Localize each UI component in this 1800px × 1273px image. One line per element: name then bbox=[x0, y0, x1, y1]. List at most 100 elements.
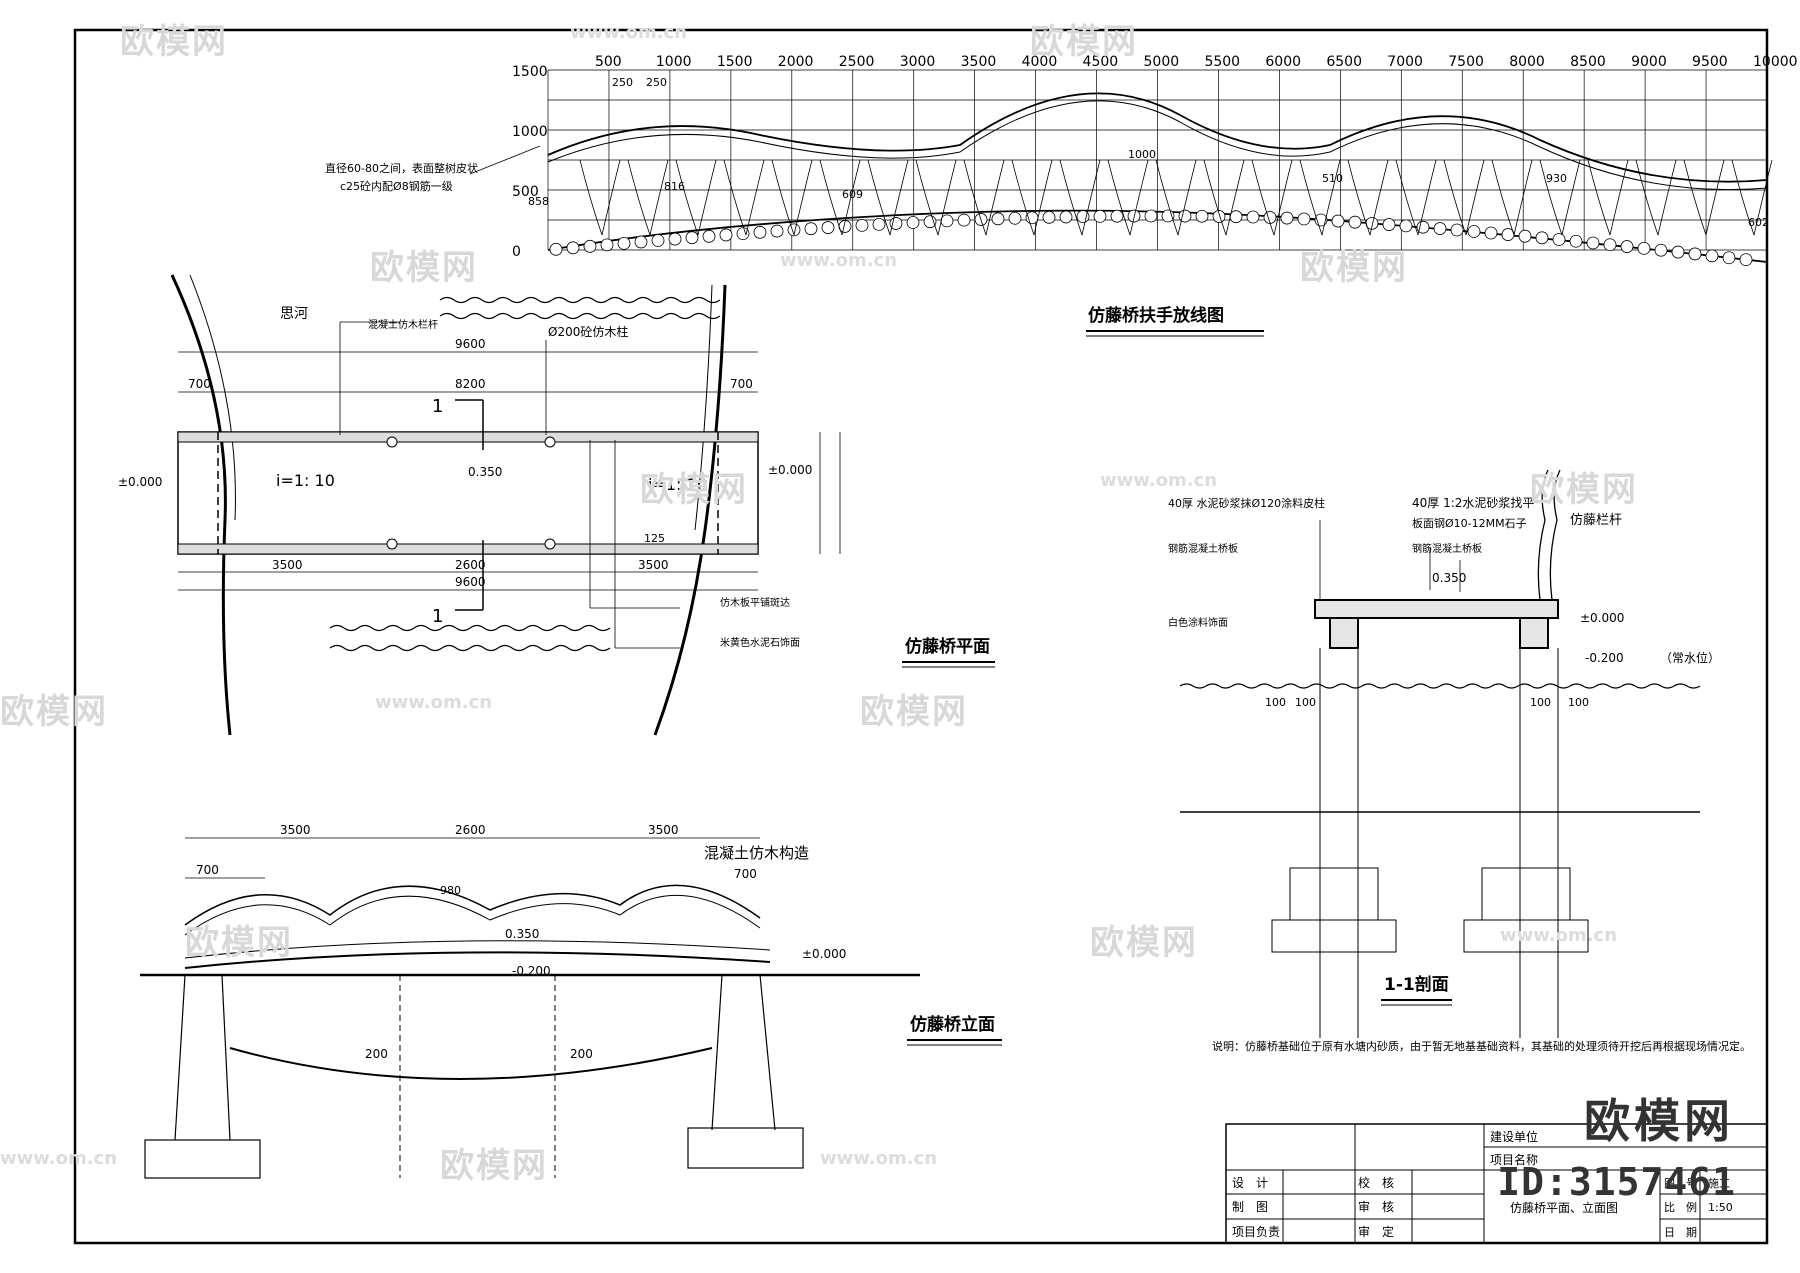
plan-dim-side-left: 700 bbox=[188, 377, 211, 391]
tb-row1-label: 建设单位 bbox=[1490, 1129, 1538, 1144]
plan-river-name: 思河 bbox=[280, 306, 308, 322]
section-level-0: ±0.000 bbox=[1580, 611, 1624, 625]
handrail-note-1: 直径60-80之间，表面整树皮状 bbox=[325, 161, 478, 175]
grid-dim-label: 858 bbox=[528, 195, 549, 208]
grid-y-tick: 0 bbox=[512, 244, 521, 260]
section-dim-100d: 100 bbox=[1568, 696, 1589, 709]
section-level-m200: -0.200 bbox=[1585, 651, 1624, 665]
tb-no-label: 图 号 bbox=[1664, 1177, 1697, 1190]
tb-drawing-name: 仿藤桥平面、立面图 bbox=[1510, 1200, 1618, 1215]
plan-dim-side-right: 700 bbox=[730, 377, 753, 391]
section-dim-100c: 100 bbox=[1530, 696, 1551, 709]
handrail-layout-title: 仿藤桥扶手放线图 bbox=[1088, 305, 1224, 326]
plan-dim-125: 125 bbox=[644, 532, 665, 545]
elev-level-0: ±0.000 bbox=[802, 947, 846, 961]
grid-x-tick: 6500 bbox=[1326, 54, 1362, 70]
plan-level-0-right: ±0.000 bbox=[768, 463, 812, 477]
section-label-b: 钢筋混凝土桥板 bbox=[1168, 542, 1238, 555]
grid-x-tick: 4500 bbox=[1083, 54, 1119, 70]
plan-dim-2600: 2600 bbox=[455, 558, 486, 572]
section-water-level: （常水位） bbox=[1660, 650, 1720, 665]
grid-x-tick: 2000 bbox=[778, 54, 814, 70]
grid-dim-label: 816 bbox=[664, 180, 685, 193]
tb-check: 校 核 bbox=[1358, 1175, 1394, 1190]
elev-dim-200-right: 200 bbox=[570, 1047, 593, 1061]
section-view bbox=[1179, 469, 1701, 1038]
grid-x-tick: 500 bbox=[595, 54, 622, 70]
grid-x-tick: 7000 bbox=[1387, 54, 1423, 70]
elev-dim-3500-left: 3500 bbox=[280, 823, 311, 837]
elev-dim-700-left: 700 bbox=[196, 863, 219, 877]
grid-dim-label: 1000 bbox=[1128, 148, 1156, 161]
grid-x-tick: 3000 bbox=[900, 54, 936, 70]
plan-dim-total-bottom: 9600 bbox=[455, 575, 486, 589]
plan-dim-3500-right: 3500 bbox=[638, 558, 669, 572]
plan-label-wood-deck: 仿木板平铺斑达 bbox=[720, 596, 790, 609]
section-dim-100b: 100 bbox=[1295, 696, 1316, 709]
elev-dim-200-left: 200 bbox=[365, 1047, 388, 1061]
section-label-a: 40厚 水泥砂浆抹Ø120涂料皮柱 bbox=[1168, 496, 1325, 510]
elev-level-350: 0.350 bbox=[505, 927, 539, 941]
tb-row2-label: 项目名称 bbox=[1490, 1152, 1538, 1167]
elev-level-m200: -0.200 bbox=[512, 964, 551, 978]
grid-y-tick: 1500 bbox=[512, 64, 548, 80]
grid-dim-label: 250 bbox=[612, 76, 633, 89]
grid-x-tick: 9500 bbox=[1692, 54, 1728, 70]
grid-dim-label: 930 bbox=[1546, 172, 1567, 185]
plan-dim-total-top: 9600 bbox=[455, 337, 486, 351]
grid-x-tick: 9000 bbox=[1631, 54, 1667, 70]
plan-level-350: 0.350 bbox=[468, 465, 502, 479]
section-label-c: 40厚 1:2水泥砂浆找平 bbox=[1412, 495, 1534, 510]
grid-y-tick: 500 bbox=[512, 184, 539, 200]
plan-label-post: Ø200砼仿木柱 bbox=[548, 324, 628, 339]
grid-x-tick: 2500 bbox=[839, 54, 875, 70]
elev-dim-3500-right: 3500 bbox=[648, 823, 679, 837]
plan-slope-left: i=1: 10 bbox=[276, 471, 335, 490]
drawing-note: 说明：仿藤桥基础位于原有水塘内砂质，由于暂无地基基础资料，其基础的处理须待开挖后… bbox=[1212, 1039, 1751, 1053]
tb-draw: 制 图 bbox=[1232, 1200, 1268, 1214]
grid-x-tick: 10000 bbox=[1753, 54, 1798, 70]
section-label-e: 钢筋混凝土桥板 bbox=[1412, 542, 1482, 555]
elev-label-concrete-wood: 混凝土仿木构造 bbox=[704, 844, 809, 862]
plan-level-0-left: ±0.000 bbox=[118, 475, 162, 489]
plan-section-mark-bottom: 1 bbox=[432, 606, 443, 627]
title-block bbox=[1225, 1123, 1768, 1244]
elev-dim-2600: 2600 bbox=[455, 823, 486, 837]
grid-x-tick: 8000 bbox=[1509, 54, 1545, 70]
elev-dim-980: 980 bbox=[440, 884, 461, 897]
grid-dim-label: 609 bbox=[842, 188, 863, 201]
handrail-note-2: c25砼内配Ø8钢筋一级 bbox=[340, 179, 453, 193]
section-label-f: 白色涂料饰面 bbox=[1168, 616, 1228, 629]
grid-x-tick: 5000 bbox=[1144, 54, 1180, 70]
grid-x-tick: 6000 bbox=[1265, 54, 1301, 70]
brand-id: ID:3157461 bbox=[1497, 1160, 1736, 1204]
sheet-border bbox=[73, 28, 1769, 1245]
tb-design: 设 计 bbox=[1232, 1176, 1268, 1190]
grid-y-tick: 1000 bbox=[512, 124, 548, 140]
grid-dim-label: 510 bbox=[1322, 172, 1343, 185]
tb-stage: 施工 bbox=[1708, 1177, 1730, 1190]
section-title: 1-1剖面 bbox=[1384, 974, 1449, 995]
tb-date-label: 日 期 bbox=[1664, 1226, 1697, 1239]
tb-leader: 项目负责 bbox=[1232, 1225, 1280, 1239]
tb-scale-label: 比 例 bbox=[1664, 1200, 1697, 1214]
plan-dim-3500-left: 3500 bbox=[272, 558, 303, 572]
grid-x-tick: 1500 bbox=[717, 54, 753, 70]
section-dim-100a: 100 bbox=[1265, 696, 1286, 709]
elev-dim-700-right: 700 bbox=[734, 867, 757, 881]
section-label-rail: 仿藤栏杆 bbox=[1570, 513, 1622, 528]
plan-dim-inner: 8200 bbox=[455, 377, 486, 391]
grid-dim-label: 250 bbox=[646, 76, 667, 89]
brand-logo-text: 欧模网 bbox=[1584, 1094, 1734, 1148]
plan-label-concrete-rail: 混凝土仿木栏杆 bbox=[368, 318, 438, 331]
plan-title: 仿藤桥平面 bbox=[905, 636, 990, 657]
grid-x-tick: 7500 bbox=[1448, 54, 1484, 70]
grid-x-tick: 4000 bbox=[1022, 54, 1058, 70]
tb-approve: 审 定 bbox=[1358, 1224, 1394, 1239]
grid-x-tick: 5500 bbox=[1204, 54, 1240, 70]
grid-x-tick: 1000 bbox=[656, 54, 692, 70]
elevation-view bbox=[140, 837, 920, 1179]
